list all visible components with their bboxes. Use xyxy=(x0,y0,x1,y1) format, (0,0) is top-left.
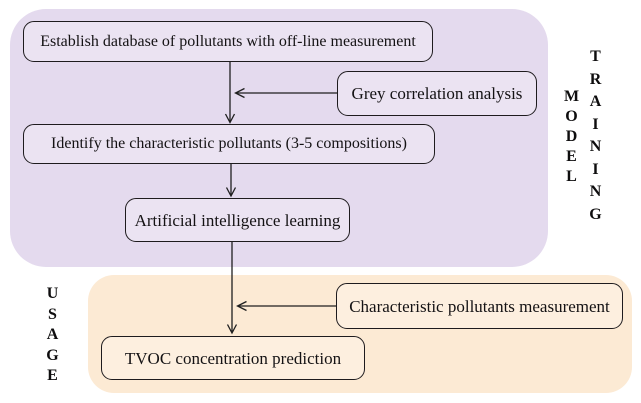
node-characteristic-pollutants-measurement: Characteristic pollutants measurement xyxy=(336,283,623,329)
node-establish-database: Establish database of pollutants with of… xyxy=(23,21,433,62)
label-training-vertical: TRAINING xyxy=(589,48,602,223)
label-usage-vertical: USAGE xyxy=(46,285,59,384)
node-tvoc-concentration-prediction: TVOC concentration prediction xyxy=(101,336,365,380)
node-identify-characteristic-pollutants: Identify the characteristic pollutants (… xyxy=(23,124,435,164)
label-model-vertical: MODEL xyxy=(563,88,580,185)
node-artificial-intelligence-learning: Artificial intelligence learning xyxy=(125,198,350,242)
node-grey-correlation-analysis: Grey correlation analysis xyxy=(337,71,537,116)
model-training-section-background xyxy=(10,9,548,267)
